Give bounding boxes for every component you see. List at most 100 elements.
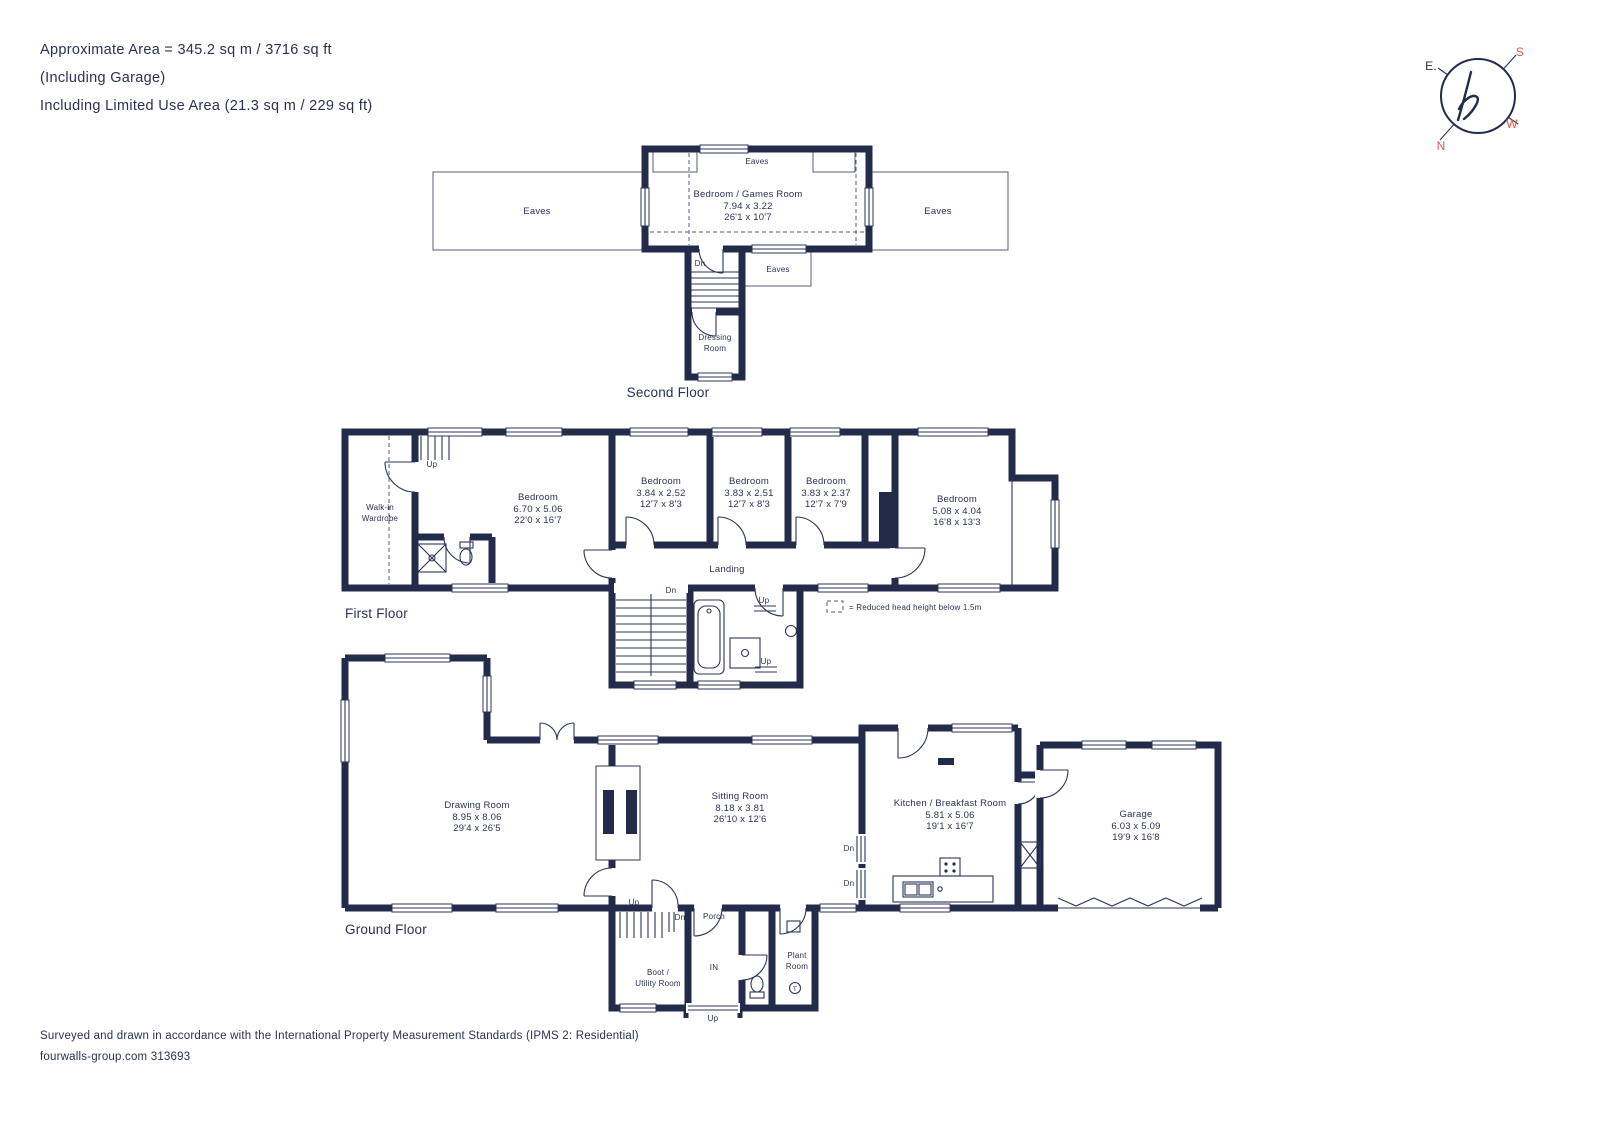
- first-floor-plan: Walk-in Wardrobe Up Bedroom 6.70 x 5.06 …: [341, 427, 1060, 690]
- label-garage-ft: 19'9 x 16'8: [1112, 832, 1160, 843]
- label-landing: Landing: [709, 564, 744, 575]
- lobby-storage-box: [1019, 841, 1041, 869]
- label-dn-boot: Dn: [675, 913, 686, 922]
- label-bedroom-games-m: 7.94 x 3.22: [723, 201, 772, 212]
- ground-floor-plan: T Drawing Room 8.95 x 8.06 29'4 x 26'5 S…: [340, 653, 1222, 1023]
- brand-line: fourwalls-group.com 313693: [40, 1051, 191, 1063]
- label-boot-2: Utility Room: [635, 979, 681, 988]
- second-floor-plan: Eaves Eaves Eaves Eaves Bedroom / Games …: [432, 144, 1009, 400]
- label-porch: Porch: [703, 912, 725, 921]
- ground-floor-stairs: [619, 912, 675, 938]
- second-floor-dashed-reduced-height: [650, 153, 864, 245]
- limited-area-line: Including Limited Use Area (21.3 sq m / …: [40, 98, 373, 114]
- first-floor-stairs: [420, 436, 777, 676]
- label-bedroom-main-name: Bedroom: [518, 492, 558, 503]
- kitchen-fixtures: [892, 758, 994, 903]
- label-bedroom2-m: 3.84 x 2.52: [636, 488, 685, 499]
- label-plant-1: Plant: [787, 951, 807, 960]
- label-up-3: Up: [761, 657, 772, 666]
- label-garage-name: Garage: [1120, 809, 1153, 820]
- label-dressing-2: Room: [704, 344, 726, 353]
- garage-door-chevrons: [1057, 897, 1203, 907]
- label-kitchen-m: 5.81 x 5.06: [925, 810, 974, 821]
- first-floor-doors: [384, 461, 926, 617]
- label-sitting-ft: 26'10 x 12'6: [713, 814, 766, 825]
- label-sitting-m: 8.18 x 3.81: [715, 803, 764, 814]
- ground-floor-title: Ground Floor: [345, 922, 427, 937]
- label-eaves-top: Eaves: [745, 157, 768, 166]
- label-eaves-right: Eaves: [924, 206, 951, 217]
- second-floor-title: Second Floor: [627, 385, 710, 400]
- compass-west: W: [1506, 117, 1518, 131]
- fourwalls-logo-glyph: [1456, 70, 1479, 122]
- label-up-porch: Up: [708, 1014, 719, 1023]
- label-in: IN: [710, 963, 718, 972]
- ground-floor-doors: [539, 722, 1069, 1013]
- label-bedroom2-ft: 12'7 x 8'3: [640, 499, 682, 510]
- compass-north: N: [1437, 139, 1446, 153]
- first-floor-fixtures: [417, 541, 798, 675]
- label-walkin-2: Wardrobe: [362, 514, 399, 523]
- label-tank-marker: T: [793, 986, 797, 993]
- label-bedroom5-ft: 16'8 x 13'3: [933, 517, 981, 528]
- label-walkin-1: Walk-in: [366, 503, 394, 512]
- label-dn-first: Dn: [666, 586, 677, 595]
- label-dressing-1: Dressing: [698, 333, 731, 342]
- second-floor-walls: [641, 145, 873, 381]
- label-drawing-ft: 29'4 x 26'5: [453, 823, 501, 834]
- plant-room-fixtures: T: [786, 920, 802, 995]
- label-bedroom4-name: Bedroom: [806, 476, 846, 487]
- area-line: Approximate Area = 345.2 sq m / 3716 sq …: [40, 42, 332, 58]
- label-bedroom4-m: 3.83 x 2.37: [801, 488, 850, 499]
- ground-floor-windows: [340, 653, 1197, 1013]
- label-drawing-name: Drawing Room: [444, 800, 509, 811]
- label-bedroom-main-m: 6.70 x 5.06: [513, 504, 562, 515]
- reduced-height-legend: = Reduced head height below 1.5m: [826, 600, 982, 613]
- label-kitchen-name: Kitchen / Breakfast Room: [894, 798, 1007, 809]
- second-floor-stairs: [691, 271, 739, 309]
- label-up-ground: Up: [629, 898, 640, 907]
- label-bedroom-games-ft: 26'1 x 10'7: [724, 212, 772, 223]
- label-bedroom-games-name: Bedroom / Games Room: [693, 189, 802, 200]
- label-bedroom4-ft: 12'7 x 7'9: [805, 499, 847, 510]
- label-boot-1: Boot /: [647, 968, 670, 977]
- ipms-line: Surveyed and drawn in accordance with th…: [40, 1030, 639, 1042]
- label-bedroom5-m: 5.08 x 4.04: [932, 506, 981, 517]
- label-bedroom3-m: 3.83 x 2.51: [724, 488, 773, 499]
- first-floor-walls: [341, 428, 1059, 689]
- first-floor-windows: [427, 427, 1060, 690]
- area-summary: Approximate Area = 345.2 sq m / 3716 sq …: [40, 36, 373, 120]
- label-bedroom3-name: Bedroom: [729, 476, 769, 487]
- label-bedroom5-name: Bedroom: [937, 494, 977, 505]
- ground-floor-walls: [341, 654, 1222, 1018]
- footer-notes: Surveyed and drawn in accordance with th…: [40, 1026, 639, 1068]
- second-floor-doors: [691, 244, 724, 337]
- label-up-2: Up: [759, 596, 770, 605]
- label-up-1: Up: [427, 460, 438, 469]
- label-sitting-name: Sitting Room: [712, 791, 769, 802]
- legend-text: = Reduced head height below 1.5m: [849, 603, 982, 612]
- label-dn-kitchen-2: Dn: [844, 879, 855, 888]
- compass-east: E.: [1425, 59, 1437, 73]
- label-dn-second: Dn: [695, 259, 706, 268]
- first-floor-title: First Floor: [345, 606, 408, 621]
- label-kitchen-ft: 19'1 x 16'7: [926, 821, 974, 832]
- wc-fixtures: [749, 975, 765, 999]
- label-bedroom2-name: Bedroom: [641, 476, 681, 487]
- label-bedroom-main-ft: 22'0 x 16'7: [514, 515, 562, 526]
- label-bedroom3-ft: 12'7 x 8'3: [728, 499, 770, 510]
- second-floor-windows: [640, 144, 874, 382]
- label-drawing-m: 8.95 x 8.06: [452, 812, 501, 823]
- label-plant-2: Room: [786, 962, 808, 971]
- chimney-breast: [595, 765, 641, 861]
- built-in-wardrobe: [879, 492, 893, 542]
- label-eaves-left: Eaves: [523, 206, 550, 217]
- compass-south: S: [1516, 45, 1524, 59]
- second-floor-eaves-outlines: [432, 147, 1009, 287]
- compass-icon: E. S N W: [1425, 45, 1524, 153]
- label-dn-kitchen-1: Dn: [844, 844, 855, 853]
- label-eaves-mid: Eaves: [766, 265, 789, 274]
- label-garage-m: 6.03 x 5.09: [1111, 821, 1160, 832]
